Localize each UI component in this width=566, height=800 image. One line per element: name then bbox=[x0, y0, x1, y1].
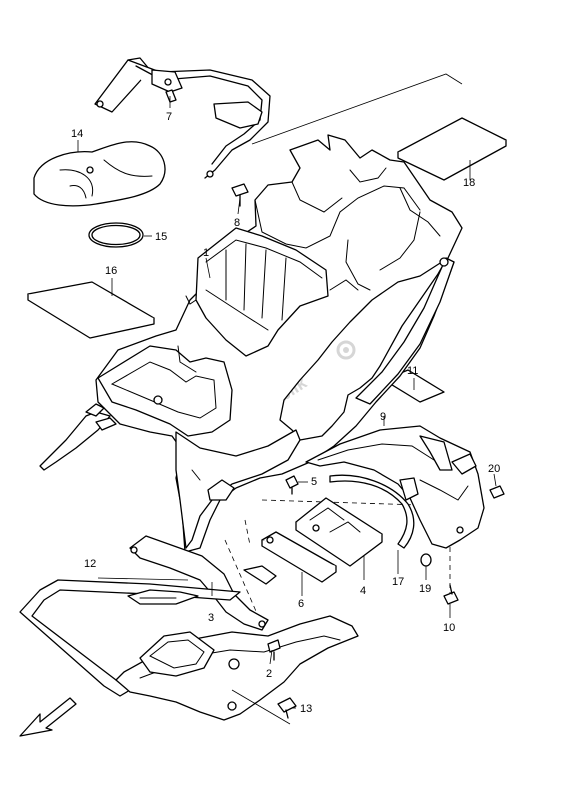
part-13-lower-cover[interactable] bbox=[115, 565, 359, 721]
callout-10: 10 bbox=[443, 622, 455, 634]
callout-1: 1 bbox=[203, 247, 209, 259]
callout-18: 18 bbox=[463, 177, 475, 189]
part-15-ring-seal[interactable] bbox=[88, 222, 144, 248]
callout-6: 6 bbox=[298, 598, 304, 610]
front-direction-arrow-icon bbox=[19, 697, 77, 737]
callout-16: 16 bbox=[105, 265, 117, 277]
callout-15: 15 bbox=[155, 231, 167, 243]
callout-3: 3 bbox=[208, 612, 214, 624]
callout-11: 11 bbox=[407, 365, 418, 377]
part-18-sheet[interactable] bbox=[397, 117, 507, 181]
part-14-seat-pad[interactable] bbox=[33, 141, 166, 207]
part-2-bolt[interactable] bbox=[267, 639, 281, 661]
part-9-rear-fender-lower[interactable] bbox=[305, 425, 485, 549]
callouts: 1 2 3 4 5 6 7 8 9 10 11 12 13 14 15 16 1… bbox=[71, 111, 500, 715]
part-4-bracket[interactable] bbox=[295, 497, 383, 567]
callout-17: 17 bbox=[392, 576, 404, 588]
callout-19: 19 bbox=[419, 583, 431, 595]
rear-fender-assembly[interactable] bbox=[39, 134, 463, 553]
part-3-bracket[interactable] bbox=[129, 535, 269, 631]
callout-12: 12 bbox=[84, 558, 96, 570]
part-12-gasket[interactable] bbox=[19, 579, 241, 697]
part-6-plate[interactable] bbox=[261, 531, 337, 583]
part-17-strip[interactable] bbox=[329, 474, 415, 549]
part-19-washer[interactable] bbox=[420, 553, 432, 567]
callout-2: 2 bbox=[266, 668, 272, 680]
callout-4: 4 bbox=[360, 585, 366, 597]
part-5-grommet[interactable] bbox=[285, 475, 299, 495]
callout-7: 7 bbox=[166, 111, 172, 123]
callout-8: 8 bbox=[234, 217, 240, 229]
callout-5: 5 bbox=[311, 476, 317, 488]
gear-logo-icon bbox=[336, 340, 356, 360]
callout-14: 14 bbox=[71, 128, 83, 140]
callout-9: 9 bbox=[380, 411, 386, 423]
part-7-carrier-bracket[interactable] bbox=[94, 57, 271, 179]
leader-lines bbox=[77, 73, 497, 725]
callout-13: 13 bbox=[300, 703, 312, 715]
part-16-sheet[interactable] bbox=[27, 281, 155, 339]
part-8-bolt[interactable] bbox=[231, 183, 249, 207]
callout-20: 20 bbox=[488, 463, 500, 475]
part-20-nut[interactable] bbox=[489, 485, 505, 499]
part-10-bolt[interactable] bbox=[443, 584, 459, 605]
